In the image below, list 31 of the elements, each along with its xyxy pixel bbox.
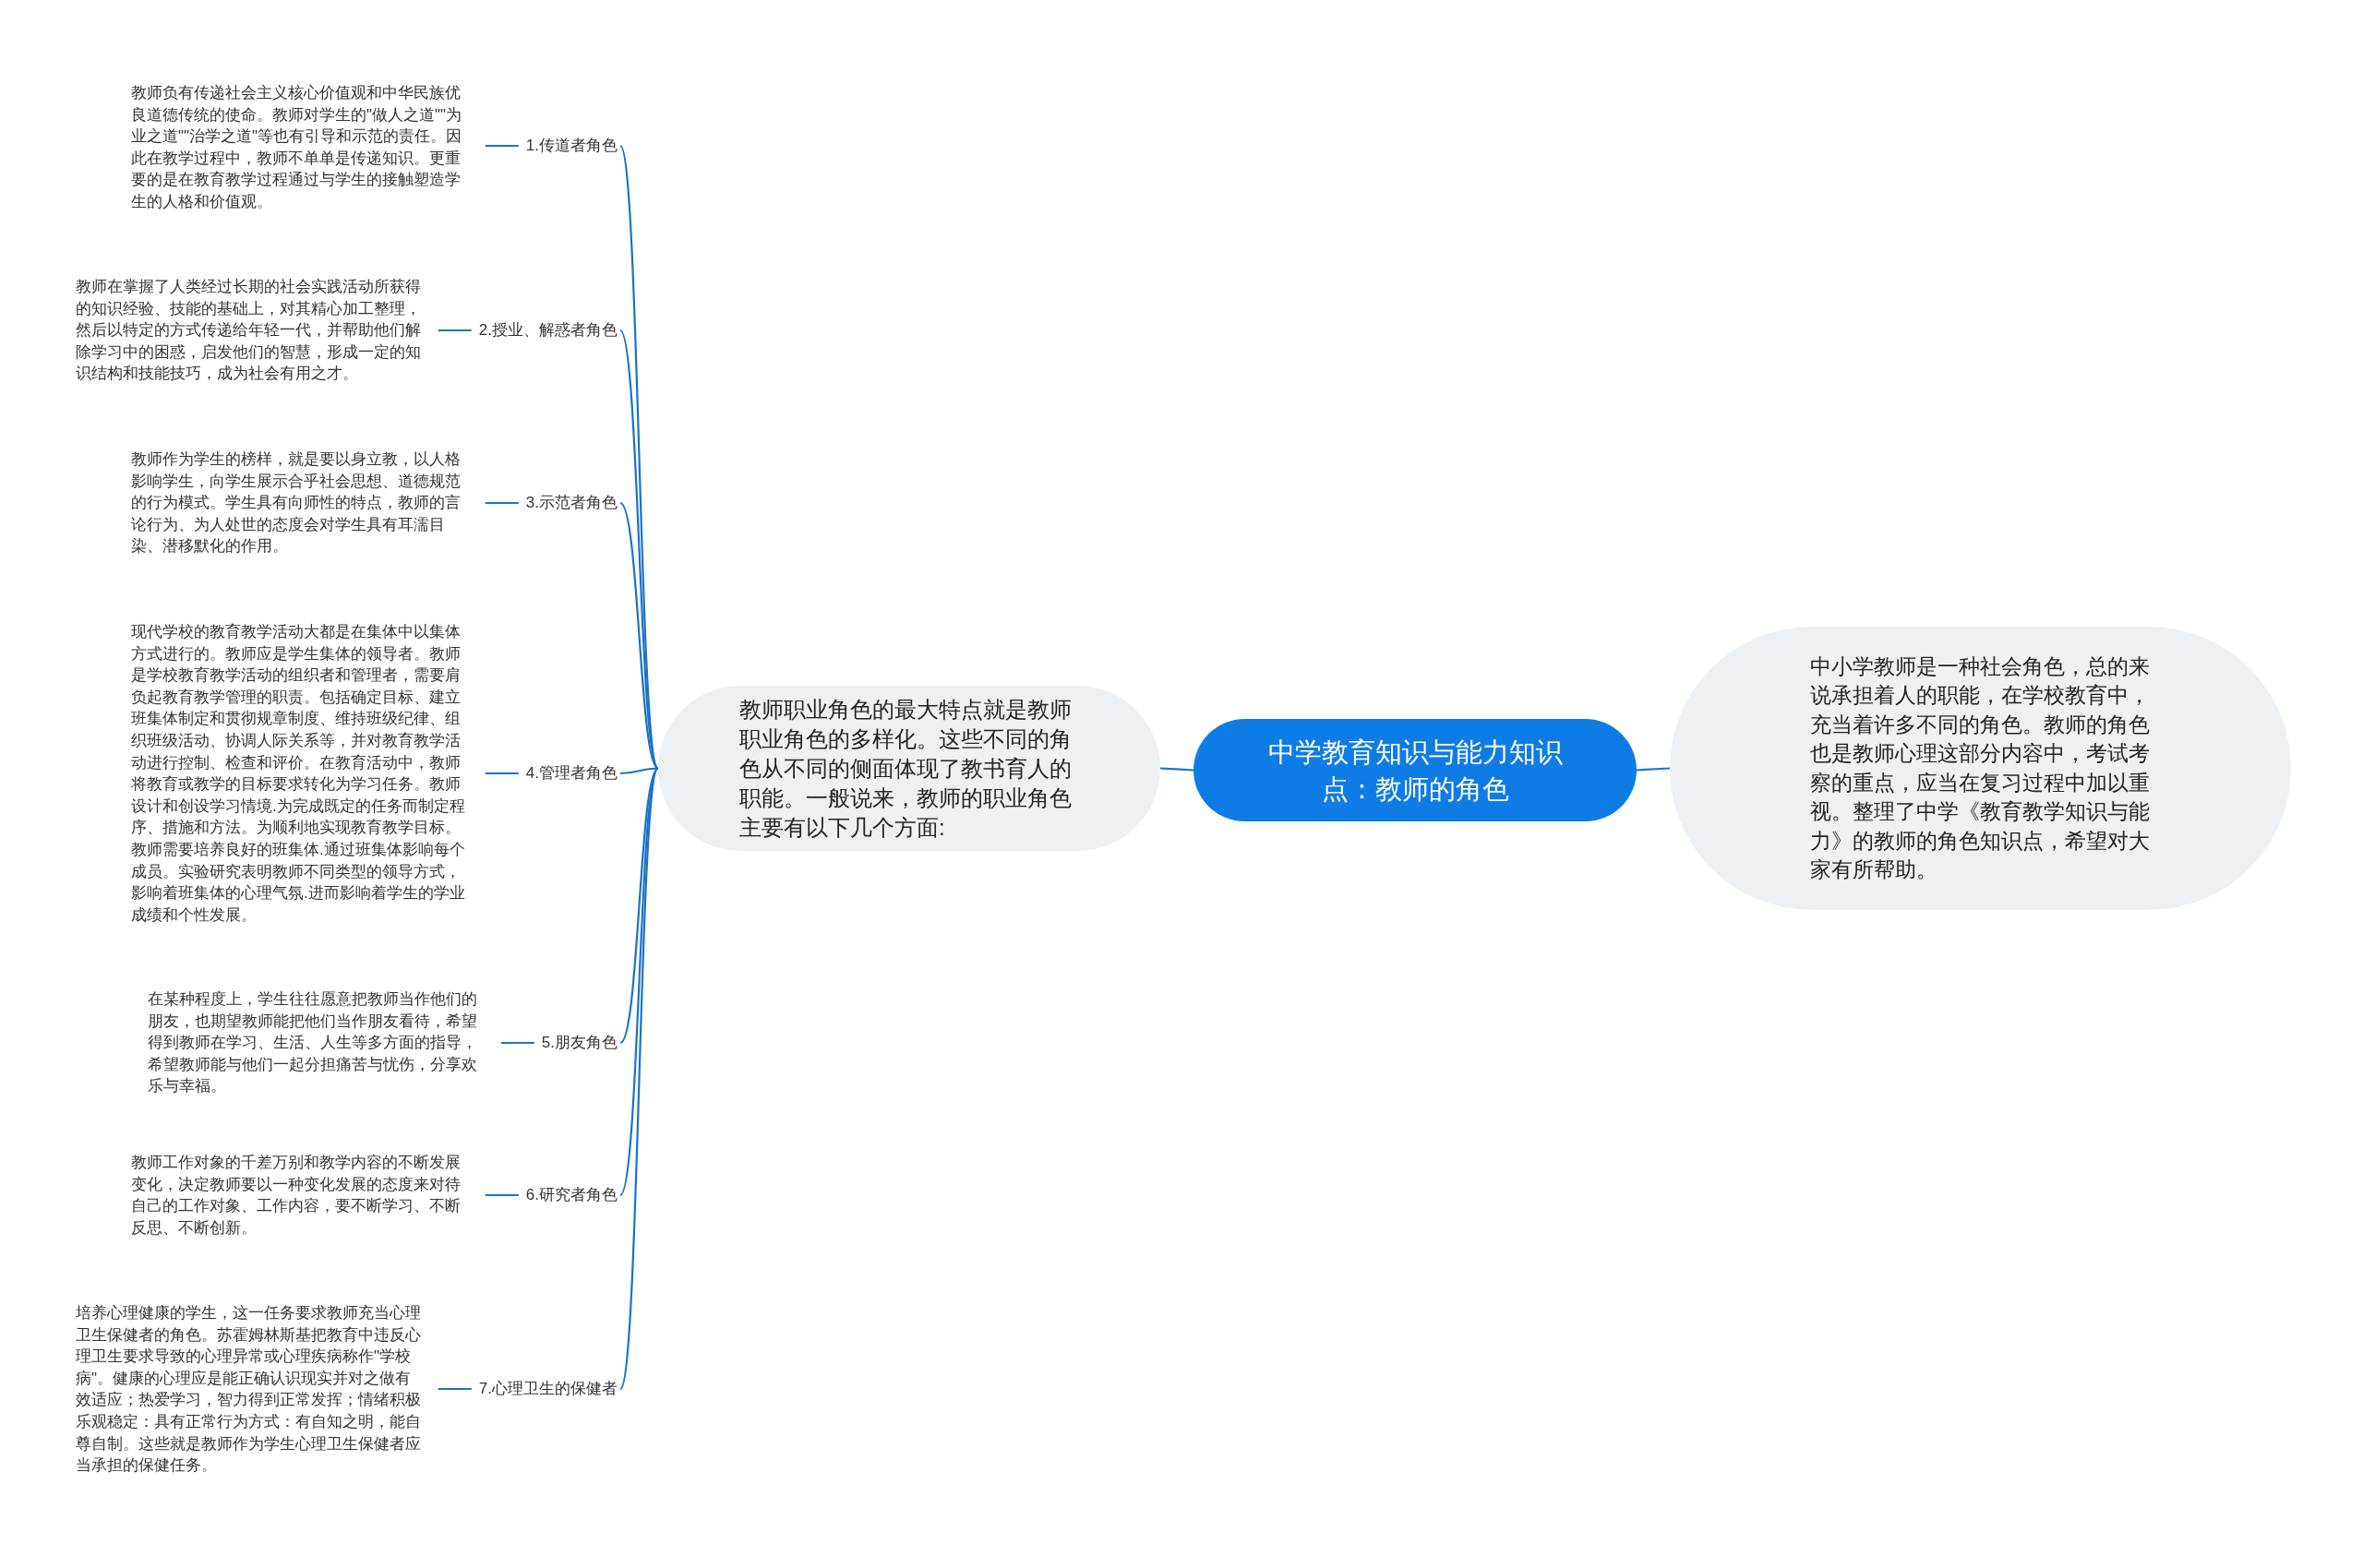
topic-text: 教师职业角色的最大特点就是教师职业角色的多样化。这些不同的角色从不同的侧面体现了教书育人的职能。一般说来，教师的职业角色主要有以下几个方面: — [739, 695, 1073, 842]
description-text: 教师作为学生的榜样，就是要以身立教，以人格影响学生，向学生展示合乎社会思想、道德规范的行为模式。学生具有向师性的特点，教师的言论行为、为人处世的态度会对学生具有耳濡目染、潜移默化的作用。 — [131, 449, 474, 557]
description-text: 教师工作对象的千差万别和教学内容的不断发展变化，决定教师要以一种变化发展的态度来对待自己的工作对象、工作内容，要不断学习、不断反思、不断创新。 — [131, 1151, 474, 1239]
description-text: 教师负有传递社会主义核心价值观和中华民族优良道德传统的使命。教师对学生的"做人之道""为业之道""治学之道"等也有引导和示范的责任。因此在教学过程中，教师不单单是传递知识。更重要的是在教育教学过程通过与学生的接触塑造学生的人格和价值观。 — [131, 82, 474, 213]
branch-label: 5.朋友角色 — [541, 1032, 618, 1054]
connector-line — [438, 329, 472, 332]
connector-line — [485, 144, 519, 148]
connector-line — [619, 767, 659, 775]
connector-line — [485, 772, 519, 775]
branch-label: 2.授业、解惑者角色 — [478, 319, 618, 341]
description-text: 培养心理健康的学生，这一任务要求教师充当心理卫生保健者的角色。苏霍姆林斯基把教育中违反心理卫生要求导致的心理异常或心理疾病称作"学校病"。健康的心理应是能正确认识现实并对之做有效适应；热爱学习，智力得到正常发挥；情绪积极乐观稳定：具有正常行为方式：有自知之明，能自尊自制。这些就是教师作为学生心理卫生保健者应当承担的保健任务。 — [76, 1301, 423, 1477]
connector-line — [619, 768, 659, 1196]
connector-line — [485, 501, 519, 505]
central-topic: 中学教育知识与能力知识点：教师的角色 — [1193, 719, 1637, 821]
connector-line — [1636, 767, 1671, 772]
description-text: 教师在掌握了人类经过长期的社会实践活动所获得的知识经验、技能的基础上，对其精心加工整理，然后以特定的方式传递给年轻一代，并帮助他们解除学习中的困惑，启发他们的智慧，形成一定的知识结构和技能技巧，成为社会有用之才。 — [76, 276, 423, 385]
connector-line — [1159, 767, 1194, 772]
description-text: 现代学校的教育教学活动大都是在集体中以集体方式进行的。教师应是学生集体的领导者。教师是学校教育教学活动的组织者和管理者，需要肩负起教育教学管理的职责。包括确定目标、建立班集体制定和贯彻规章制度、维持班级纪律、组织班级活动、协调人际关系等，并对教育教学活动进行控制、检查和评价。在教育活动中，教师将教育或教学的目标要求转化为学习任务。教师设计和创设学习情境.为完成既定的任务而制定程序、措施和方法。为顺利地实现教育教学目标。教师需要培养良好的班集体.通过班集体影响每个成员。实验研究表明教师不同类型的领导方式，影响着班集体的心理气氛.进而影响着学生的学业成绩和个性发展。 — [131, 620, 474, 927]
connector-line — [438, 1387, 472, 1391]
branch-label: 4.管理者角色 — [525, 762, 618, 784]
description-text: 在某种程度上，学生往往愿意把教师当作他们的朋友，也期望教师能把他们当作朋友看待，希望得到教师在学习、生活、人生等多方面的指导，希望教师能与他们一起分担痛苦与忧伤，分享欢乐与幸福。 — [148, 988, 491, 1097]
connector-line — [618, 768, 660, 1390]
branch-label: 1.传道者角色 — [525, 135, 618, 157]
connector-line — [485, 1193, 519, 1197]
branch-label: 6.研究者角色 — [525, 1184, 618, 1206]
connector-line — [500, 1041, 534, 1045]
topic-text: 中小学教师是一种社会角色，总的来说承担着人的职能，在学校教育中，充当着许多不同的角色。教师的角色也是教师心理这部分内容中，考试考察的重点，应当在复习过程中加以重视。整理了中学《教育教学知识与能力》的教师的角色知识点，希望对大家有所帮助。 — [1810, 652, 2151, 883]
branch-label: 7.心理卫生的保健者 — [478, 1378, 618, 1400]
branch-label: 3.示范者角色 — [525, 492, 618, 514]
connector-line — [619, 502, 659, 770]
connector-line — [619, 329, 659, 769]
